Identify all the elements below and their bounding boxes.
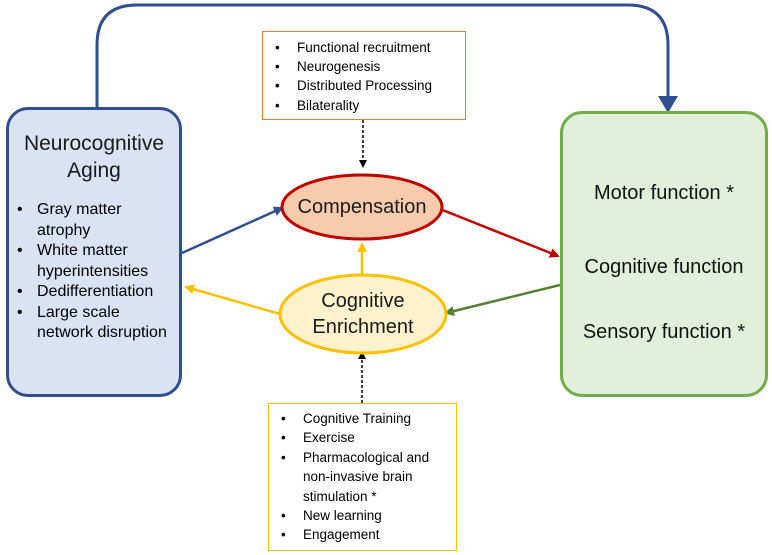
list-item: White matter hyperintensities <box>9 241 179 282</box>
list-item: Cognitive Training <box>269 409 456 429</box>
neurocognitive-aging-title: Neurocognitive Aging <box>23 132 165 182</box>
list-item: Distributed Processing <box>263 76 465 95</box>
enrichment-activities-box: Cognitive Training Exercise Pharmacologi… <box>268 403 457 551</box>
list-item: Gray matter atrophy <box>9 200 179 241</box>
list-item: Exercise <box>269 428 456 448</box>
compensation-mechanisms-box: Functional recruitment Neurogenesis Dist… <box>262 31 466 120</box>
list-item: New learning <box>269 506 456 526</box>
sensory-function-label: Sensory function * <box>582 321 746 343</box>
list-item: Large scale network disruption <box>9 303 179 344</box>
aging-markers-list: Gray matter atrophy White matter hyperin… <box>9 200 179 344</box>
list-item: Bilaterality <box>263 96 465 115</box>
neurocognitive-aging-box: Neurocognitive Aging Gray matter atrophy… <box>6 107 182 397</box>
enrichment-to-aging-arrow <box>184 284 281 316</box>
cognitive-function-label: Cognitive function <box>584 256 744 278</box>
outcomes-to-enrichment-arrow <box>444 283 561 316</box>
list-item: Pharmacological and non-invasive brain s… <box>269 448 456 506</box>
outcomes-box: Motor function * Cognitive function Sens… <box>560 111 768 397</box>
list-item: Dedifferentiation <box>9 282 179 303</box>
compensation-to-outcomes-arrow <box>439 207 560 258</box>
list-item: Engagement <box>269 525 456 545</box>
compensation-oval <box>280 173 444 241</box>
cognitive-enrichment-oval <box>278 273 448 355</box>
aging-to-compensation-arrow <box>181 206 284 255</box>
compensation-label: Compensation <box>297 196 427 218</box>
list-item: Neurogenesis <box>263 57 465 76</box>
cognitive-enrichment-label: Cognitive Enrichment <box>312 290 414 338</box>
aging-to-outcomes-arrowhead <box>658 96 678 113</box>
aging-to-outcomes-arrow <box>95 3 670 107</box>
list-item: Functional recruitment <box>263 38 465 57</box>
motor-function-label: Motor function * <box>593 182 735 204</box>
